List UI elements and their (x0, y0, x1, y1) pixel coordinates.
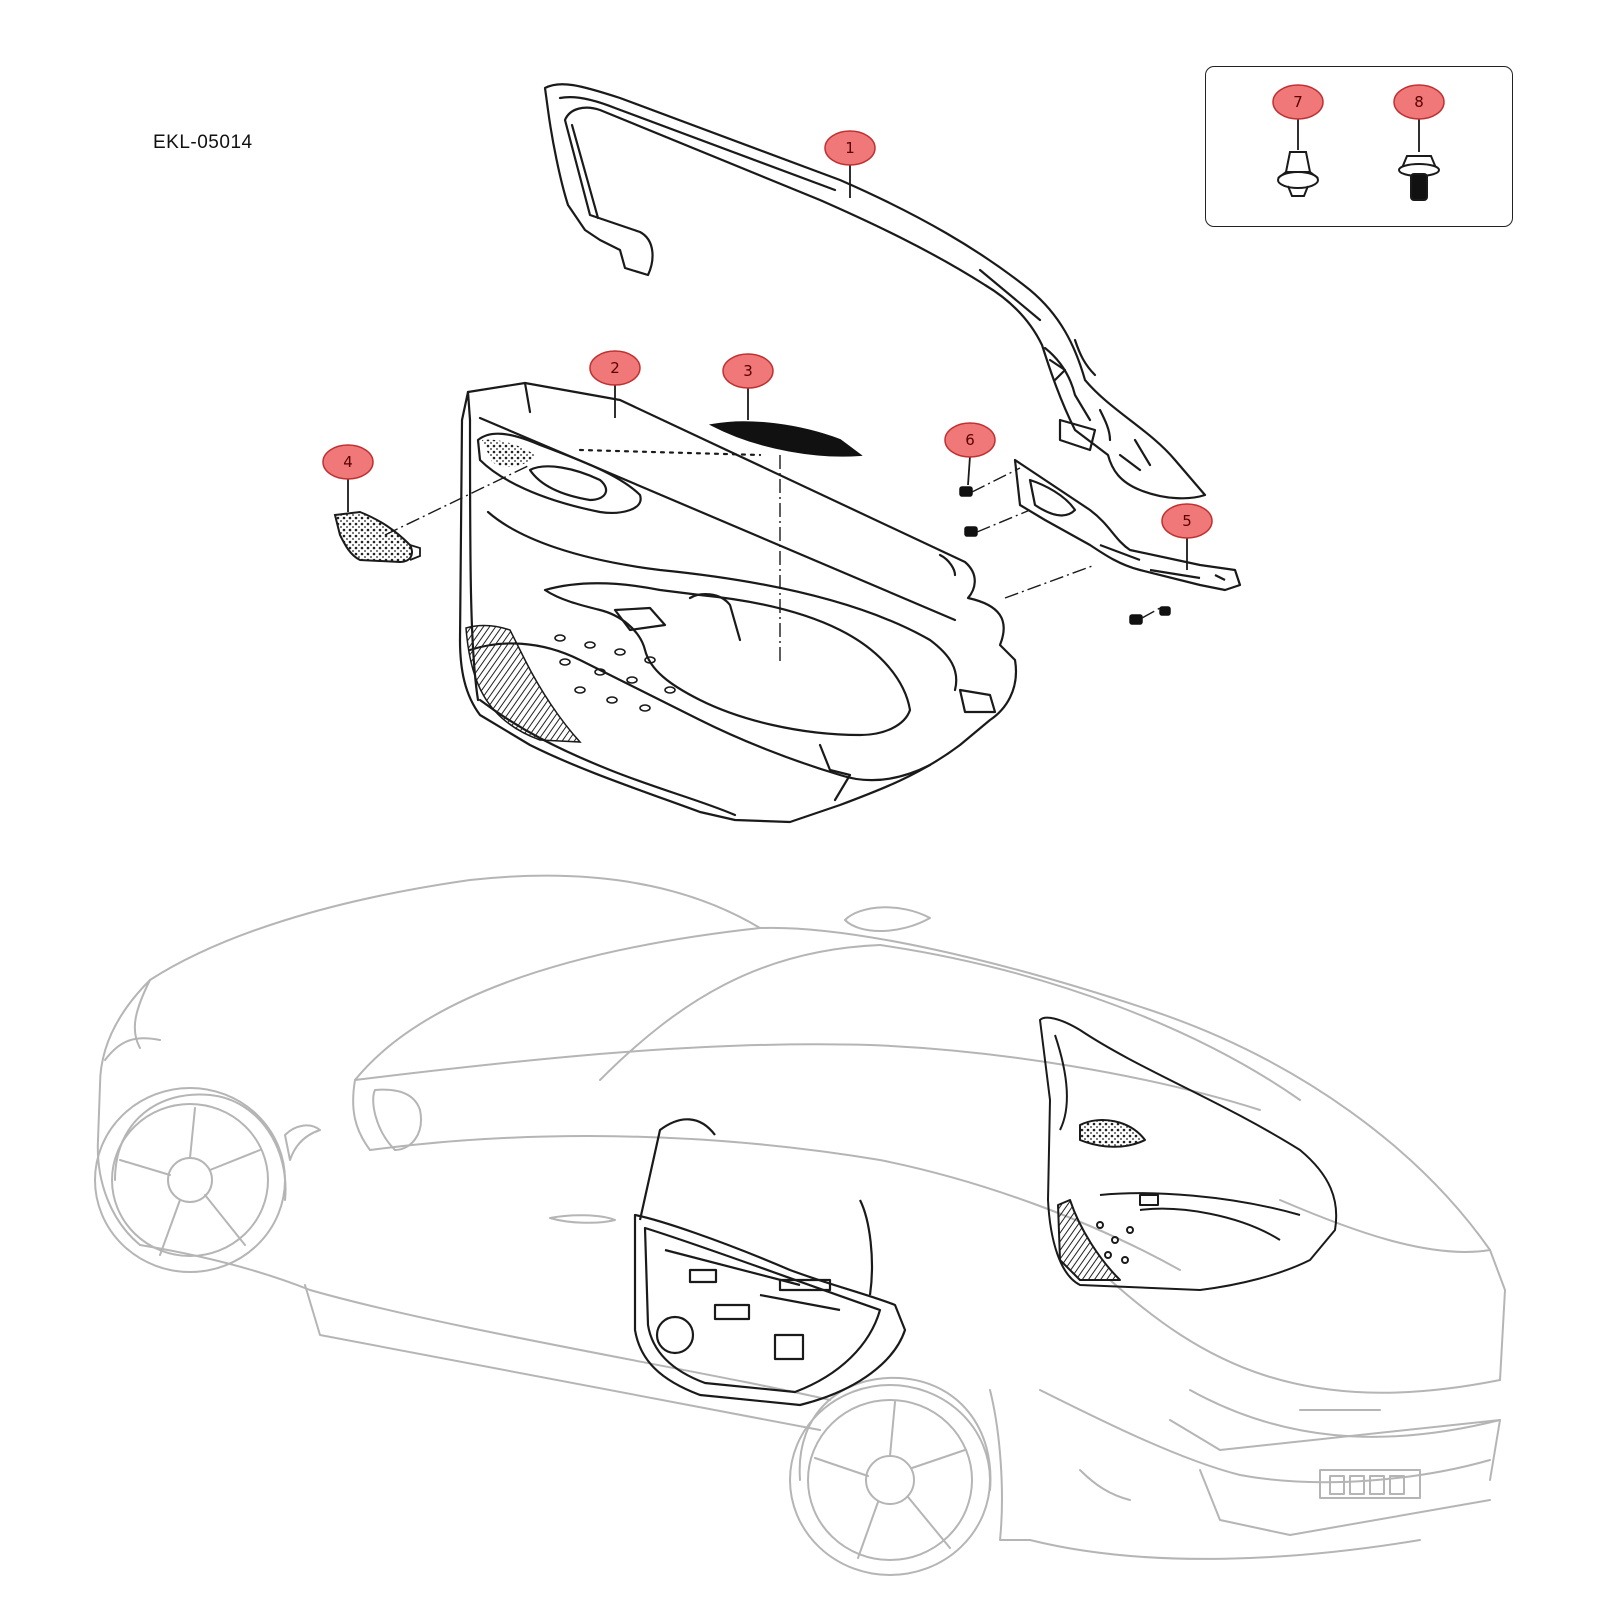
callout-8: 8 (1393, 84, 1445, 120)
callout-number: 6 (965, 431, 975, 449)
diagram-code: EKL-05014 (153, 132, 253, 153)
callout-bubble (824, 130, 876, 166)
callout-2: 2 (589, 350, 641, 386)
fastener-detail-box (1205, 66, 1513, 227)
callout-number: 5 (1182, 512, 1192, 530)
vehicle-outline (94, 874, 1506, 1576)
callout-bubble (589, 350, 641, 386)
part-6-screws (959, 486, 1171, 625)
callout-bubble (1393, 84, 1445, 120)
callout-number: 1 (845, 139, 855, 157)
part-1-window-frame-trim (543, 83, 1207, 500)
door-opening-frame (633, 1118, 907, 1407)
callout-leaders (347, 119, 1420, 570)
part-3-armrest-insert (708, 421, 863, 457)
callout-1: 1 (824, 130, 876, 166)
callout-3: 3 (722, 353, 774, 389)
callout-6: 6 (944, 422, 996, 458)
callout-4: 4 (322, 444, 374, 480)
callout-7: 7 (1272, 84, 1324, 120)
callout-number: 7 (1293, 93, 1303, 111)
upper-grille-dots (482, 439, 535, 467)
callout-bubbles: 1 2 3 4 5 6 7 8 (322, 84, 1445, 539)
bolt-fastener-8 (1398, 155, 1440, 201)
part-4-speaker-grille (333, 510, 421, 564)
callout-bubble (944, 422, 996, 458)
part-5-mounting-bracket (1013, 458, 1242, 592)
panel-fastener-holes (554, 634, 676, 712)
callout-number: 4 (343, 453, 353, 471)
callout-bubble (322, 444, 374, 480)
callout-number: 2 (610, 359, 620, 377)
callout-bubble (722, 353, 774, 389)
callout-number: 3 (743, 362, 753, 380)
speaker-grille-hatch (465, 624, 582, 743)
installed-trim-preview (1039, 1016, 1338, 1291)
assembly-lines (384, 455, 1161, 665)
clip-fastener-7 (1277, 151, 1319, 197)
callout-bubble (1161, 503, 1213, 539)
callout-5: 5 (1161, 503, 1213, 539)
callout-number: 8 (1414, 93, 1424, 111)
part-2-door-trim-panel (458, 381, 1018, 824)
callout-bubble (1272, 84, 1324, 120)
